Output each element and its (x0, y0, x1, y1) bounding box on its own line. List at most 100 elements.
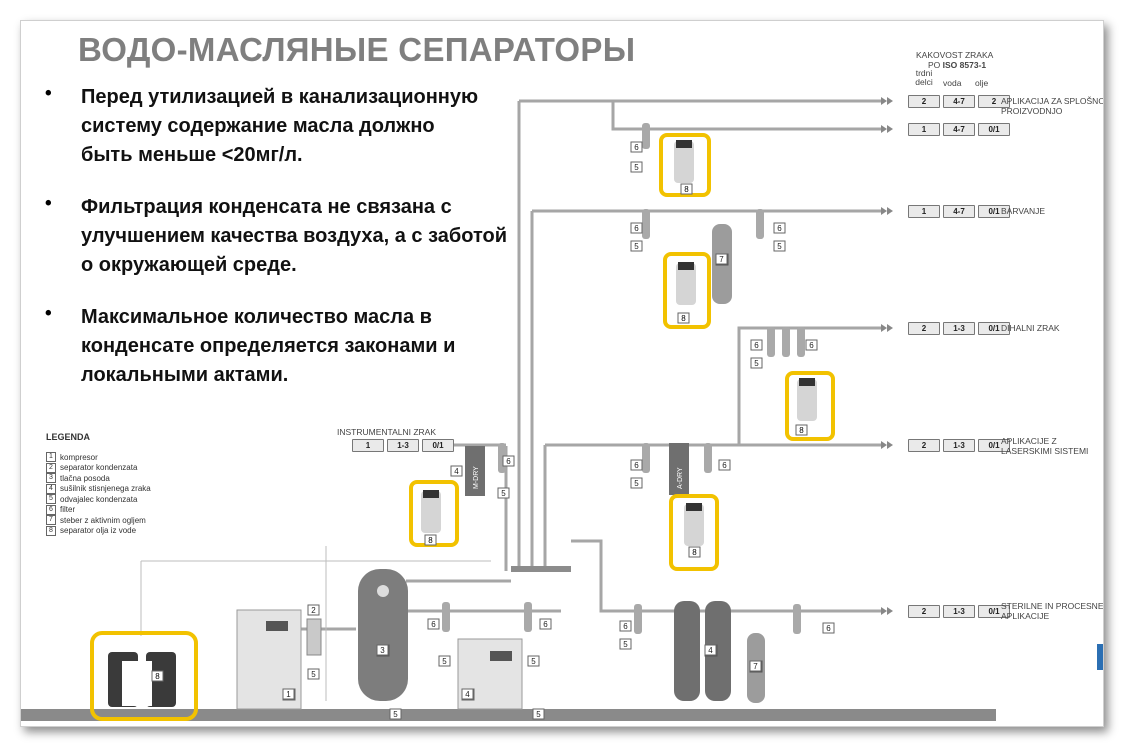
output-label-line2: PROIZVODNJO (1001, 106, 1063, 116)
svg-text:8: 8 (155, 672, 160, 681)
ows-highlight-3: 8 (785, 371, 835, 441)
legend-num: 2 (46, 462, 56, 473)
quality-badge-water: 1-3 (387, 439, 419, 452)
quality-badge-water: 4-7 (943, 123, 975, 136)
quality-title: KAKOVOST ZRAKA (916, 50, 994, 60)
legend-label: steber z aktivnim ogljem (60, 515, 146, 525)
quality-badge-solid: 2 (908, 95, 940, 108)
svg-text:5: 5 (393, 710, 398, 719)
svg-text:8: 8 (428, 536, 433, 545)
svg-text:6: 6 (634, 461, 639, 470)
floor (21, 709, 996, 721)
svg-text:6: 6 (754, 341, 759, 350)
output-row-2: 1 4-7 0/1 (908, 123, 1010, 136)
output-label: STERILNE IN PROCESNE (1001, 601, 1104, 611)
quality-badge-water: 1-3 (943, 322, 975, 335)
legend-item: 1 kompresor (46, 452, 151, 462)
svg-text:6: 6 (777, 224, 782, 233)
svg-text:5: 5 (754, 359, 759, 368)
svg-text:5: 5 (634, 242, 639, 251)
quality-badge-oil: 0/1 (978, 605, 1010, 618)
legend-label: kompresor (60, 452, 98, 462)
output-row-laser: 2 1-3 0/1 (908, 439, 1010, 452)
quality-badge-water: 1-3 (943, 439, 975, 452)
output-row-sterile: 2 1-3 0/1 (908, 605, 1010, 618)
svg-text:6: 6 (623, 622, 628, 631)
legend-label: filter (60, 505, 76, 514)
svg-text:4: 4 (454, 467, 459, 476)
svg-text:8: 8 (681, 314, 686, 323)
quality-badge-oil: 0/1 (978, 123, 1010, 136)
ows-highlight-2: 8 (663, 252, 711, 329)
bullet-item: • Фильтрация конденсата не связана с улу… (43, 193, 513, 280)
svg-text:4: 4 (465, 690, 470, 699)
bullet-item: • Перед утилизацией в канализационную си… (43, 83, 513, 170)
mdry-label: M-DRY (473, 466, 480, 489)
quality-badge-solid: 1 (908, 205, 940, 218)
quality-badge-water: 4-7 (943, 205, 975, 218)
ows-highlight-6: 8 (90, 631, 198, 721)
svg-text:7: 7 (719, 255, 724, 264)
svg-text:6: 6 (826, 624, 831, 633)
output-row-breathing-air: 2 1-3 0/1 (908, 322, 1010, 335)
legend-num: 4 (46, 483, 56, 494)
svg-text:6: 6 (634, 224, 639, 233)
output-label: BARVANJE (1001, 206, 1046, 216)
svg-text:6: 6 (431, 620, 436, 629)
bullet-text: Максимальное количество масла в конденса… (81, 306, 456, 386)
output-row-painting: 1 4-7 0/1 (908, 205, 1010, 218)
output-label-line2: APLIKACIJE (1001, 611, 1050, 621)
quality-col-water: voda (943, 78, 962, 88)
svg-text:6: 6 (634, 143, 639, 152)
adry-label: A-DRY (677, 467, 684, 489)
svg-text:8: 8 (692, 548, 697, 557)
slide-title: ВОДО-МАСЛЯНЫЕ СЕПАРАТОРЫ (78, 31, 636, 68)
bullet-dot: • (45, 303, 52, 324)
quality-badge-water: 1-3 (943, 605, 975, 618)
svg-text:6: 6 (722, 461, 727, 470)
bullet-dot: • (45, 83, 52, 104)
svg-text:5: 5 (634, 479, 639, 488)
bullet-item: • Максимальное количество масла в конден… (43, 303, 513, 390)
quality-badge-solid: 2 (908, 605, 940, 618)
callout-numbers: 6 5 6 5 6 5 6 5 6 6 5 6 6 5 4 2 5 1 3 4 … (282, 141, 835, 720)
quality-badge-oil: 2 (978, 95, 1010, 108)
output-row-general-production: 2 4-7 2 (908, 95, 1010, 108)
svg-text:5: 5 (536, 710, 541, 719)
refrigeration-dryer: A-DRY (669, 443, 689, 495)
instrumental-air-badges: 1 1-3 0/1 (352, 439, 454, 452)
output-label: APLIKACIJA ZA SPLOŠNO (1001, 96, 1104, 106)
svg-text:6: 6 (543, 620, 548, 629)
output-label: DIHALNI ZRAK (1001, 323, 1060, 333)
ows-highlight-4: 8 (669, 494, 719, 571)
legend-num: 1 (46, 452, 56, 462)
quality-standard: PO ISO 8573-1 (928, 60, 986, 70)
quality-badge-water: 4-7 (943, 95, 975, 108)
quality-standard-name: ISO 8573-1 (942, 60, 987, 70)
svg-text:5: 5 (311, 670, 316, 679)
output-label-line2: LASERSKIMI SISTEMI (1001, 446, 1089, 456)
svg-text:3: 3 (380, 646, 385, 655)
svg-text:6: 6 (809, 341, 814, 350)
quality-badge-oil: 0/1 (978, 322, 1010, 335)
legend-label: odvajalec kondenzata (60, 494, 138, 504)
svg-text:5: 5 (634, 163, 639, 172)
svg-text:5: 5 (531, 657, 536, 666)
legend-num: 5 (46, 494, 56, 504)
quality-col-oil: olje (975, 78, 989, 88)
separator-2 (306, 618, 322, 656)
legend-num: 8 (46, 525, 56, 536)
svg-text:2: 2 (311, 606, 316, 615)
legend-label: separator kondenzata (60, 463, 138, 472)
svg-text:6: 6 (506, 457, 511, 466)
filters (442, 123, 805, 634)
svg-text:7: 7 (753, 662, 758, 671)
quality-standard-prefix: PO (928, 60, 943, 70)
svg-text:8: 8 (684, 185, 689, 194)
ows-highlight-5: 8 (409, 480, 459, 547)
